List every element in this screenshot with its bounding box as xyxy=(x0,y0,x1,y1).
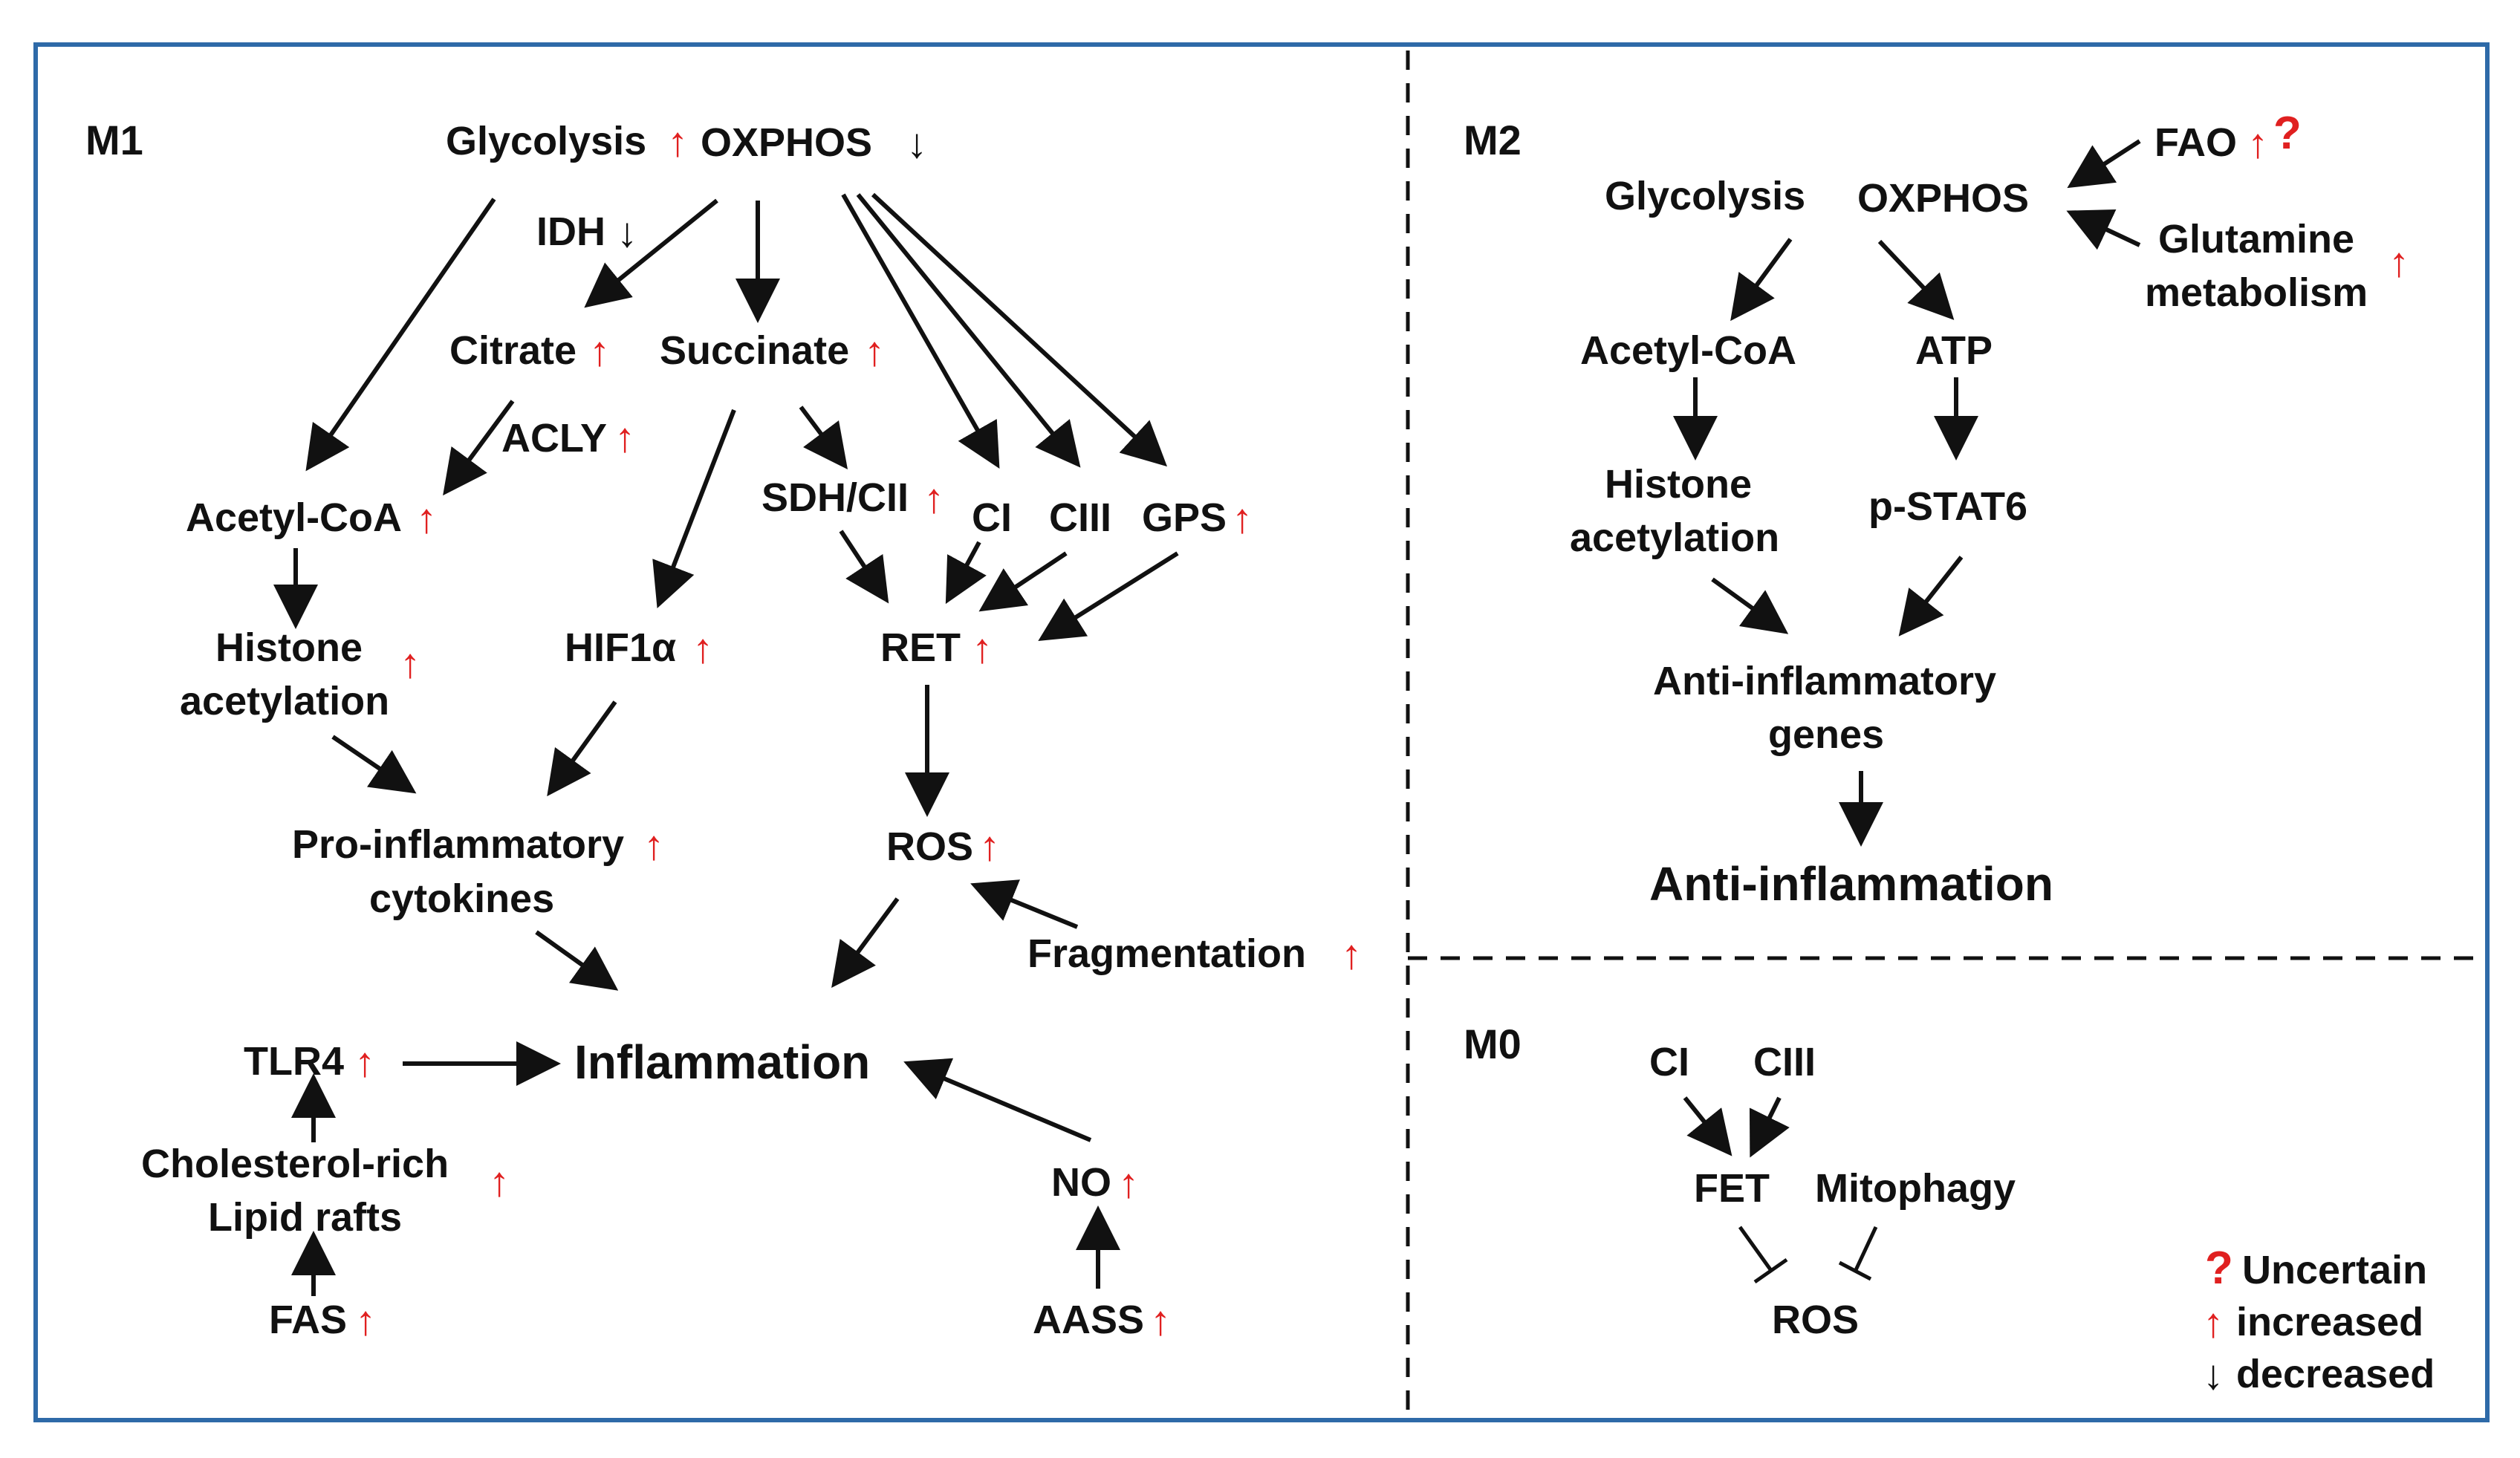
m1-histone: Histone xyxy=(215,625,363,670)
m2-glutamine: Glutamine xyxy=(2158,217,2354,261)
legend-uncertain-icon: ? xyxy=(2205,1243,2233,1294)
m2-metabolism: metabolism xyxy=(2145,270,2368,315)
m1-fas: FAS xyxy=(269,1298,347,1342)
m1-cytokines: cytokines xyxy=(369,876,554,921)
panel-m2: M2 FAO ↑ ? Glycolysis OXPHOS Glutamine ↑… xyxy=(1464,108,2409,911)
m1-succinate: Succinate xyxy=(660,328,849,373)
diagram-frame xyxy=(33,42,2490,1422)
m2-acetyl-coa: Acetyl-CoA xyxy=(1580,328,1796,373)
m2-anti-inflammation: Anti-inflammation xyxy=(1649,857,2053,911)
m2-acetylation: acetylation xyxy=(1570,515,1779,560)
m2-histone: Histone xyxy=(1605,462,1752,507)
m1-oxphos-down-icon: ↓ xyxy=(906,120,927,166)
m2-atp: ATP xyxy=(1915,328,1993,373)
m2-glycolysis: Glycolysis xyxy=(1605,174,1805,218)
m1-inflammation: Inflammation xyxy=(574,1035,870,1089)
m1-citrate: Citrate xyxy=(449,328,577,373)
m1-lipid-rafts: Lipid rafts xyxy=(208,1195,402,1240)
panel-label-m2: M2 xyxy=(1464,117,1522,163)
m1-no-up-icon: ↑ xyxy=(1118,1159,1139,1206)
m1-cholesterol-up-icon: ↑ xyxy=(489,1158,510,1205)
m1-aass: AASS xyxy=(1033,1298,1144,1342)
m2-anti-inflammatory: Anti-inflammatory xyxy=(1653,659,1996,703)
m1-gps: GPS xyxy=(1142,495,1227,540)
m2-glutamine-up-icon: ↑ xyxy=(2389,238,2409,285)
m1-fragmentation-up-icon: ↑ xyxy=(1341,931,1362,977)
m1-hif1a: HIF1α xyxy=(565,625,676,670)
m1-acetyl-coa-up-icon: ↑ xyxy=(416,495,437,541)
m1-pro-inflammatory-up-icon: ↑ xyxy=(643,821,664,868)
m1-succinate-up-icon: ↑ xyxy=(864,328,885,374)
m1-acetylation: acetylation xyxy=(180,679,389,723)
m1-acly: ACLY xyxy=(501,416,607,460)
m1-glycolysis: Glycolysis xyxy=(446,119,646,163)
m1-acly-up-icon: ↑ xyxy=(614,414,635,460)
legend: ? Uncertain ↑ increased ↓ decreased xyxy=(2203,1243,2435,1398)
m1-fas-up-icon: ↑ xyxy=(355,1297,376,1344)
legend-decreased-icon: ↓ xyxy=(2203,1351,2224,1398)
m2-arrows xyxy=(1673,139,2141,847)
legend-uncertain-label: Uncertain xyxy=(2242,1248,2427,1292)
m1-sdh-cii: SDH/CII xyxy=(761,475,909,520)
m0-fet: FET xyxy=(1694,1166,1770,1211)
m1-sdh-cii-up-icon: ↑ xyxy=(923,475,944,521)
m2-fao-up-icon: ↑ xyxy=(2247,120,2268,166)
legend-increased-icon: ↑ xyxy=(2203,1299,2224,1346)
m1-glycolysis-up-icon: ↑ xyxy=(667,118,688,165)
m0-mitophagy: Mitophagy xyxy=(1815,1166,2016,1211)
legend-increased-label: increased xyxy=(2236,1300,2423,1344)
m1-hif1a-up-icon: ↑ xyxy=(692,625,713,671)
m2-fao-uncertain-icon: ? xyxy=(2273,108,2302,159)
m1-idh: IDH xyxy=(536,209,605,254)
m1-ret: RET xyxy=(880,625,961,670)
m1-histone-up-icon: ↑ xyxy=(400,639,420,686)
m0-arrows xyxy=(1683,1096,1878,1284)
m1-no: NO xyxy=(1051,1160,1111,1205)
m2-p-stat6: p-STAT6 xyxy=(1868,484,2027,529)
m2-fao: FAO xyxy=(2154,120,2237,165)
m1-ret-up-icon: ↑ xyxy=(972,625,993,671)
panel-label-m0: M0 xyxy=(1464,1021,1522,1067)
m2-oxphos: OXPHOS xyxy=(1857,176,2029,221)
m1-cholesterol-rich: Cholesterol-rich xyxy=(141,1142,449,1186)
panel-m0: M0 CI CIII FET Mitophagy ROS xyxy=(1464,1021,2016,1342)
m0-ros: ROS xyxy=(1772,1298,1859,1342)
m1-gps-up-icon: ↑ xyxy=(1232,495,1253,541)
m1-idh-down-icon: ↓ xyxy=(617,209,637,256)
m1-citrate-up-icon: ↑ xyxy=(589,328,610,374)
m1-arrows xyxy=(273,192,1179,1296)
m1-tlr4: TLR4 xyxy=(244,1039,344,1084)
m0-ci: CI xyxy=(1649,1040,1689,1084)
m1-aass-up-icon: ↑ xyxy=(1150,1297,1171,1344)
m1-pro-inflammatory: Pro-inflammatory xyxy=(292,822,624,867)
m1-oxphos: OXPHOS xyxy=(701,120,872,165)
m1-ciii: CIII xyxy=(1049,495,1111,540)
m1-ros: ROS xyxy=(886,824,973,869)
m0-ciii: CIII xyxy=(1753,1040,1816,1084)
panel-label-m1: M1 xyxy=(85,117,143,163)
m1-tlr4-up-icon: ↑ xyxy=(354,1038,375,1085)
m2-genes: genes xyxy=(1768,712,1884,757)
legend-decreased-label: decreased xyxy=(2236,1352,2435,1396)
panel-m1: M1 Glycolysis ↑ OXPHOS ↓ IDH ↓ Citrate ↑… xyxy=(85,117,1362,1344)
m1-ros-up-icon: ↑ xyxy=(979,822,1000,869)
m1-acetyl-coa: Acetyl-CoA xyxy=(186,495,402,540)
m1-ci: CI xyxy=(972,495,1012,540)
m1-fragmentation: Fragmentation xyxy=(1027,931,1306,976)
